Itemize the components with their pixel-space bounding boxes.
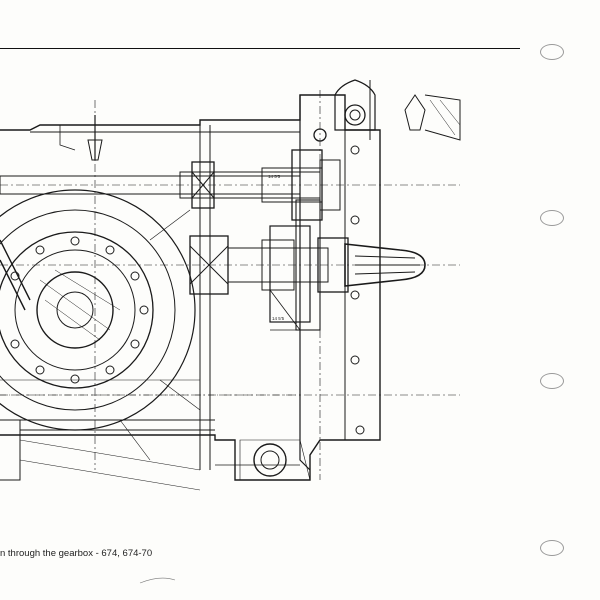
center-lines (0, 90, 460, 480)
cover-plate (313, 128, 365, 435)
pencil-mark (139, 577, 176, 584)
output-shaft: 14 5'5 (189, 199, 426, 331)
dipstick (59, 115, 103, 161)
detail-view (404, 94, 461, 141)
binder-hole-3 (540, 373, 564, 389)
binder-hole-4 (540, 540, 564, 556)
bolt-circle (10, 236, 149, 384)
upper-shaft: 14 5'5 (0, 149, 341, 221)
drain-plug (239, 439, 311, 481)
binder-hole-2 (540, 210, 564, 226)
filler-plug (334, 79, 376, 140)
header-rule (0, 48, 520, 49)
crown-wheel-section (0, 189, 201, 461)
figure-caption: n through the gearbox - 674, 674-70 (0, 548, 153, 559)
callout-lower: 14 5'5 (272, 316, 285, 321)
callout-upper: 14 5'5 (268, 174, 281, 179)
binder-hole-1 (540, 44, 564, 60)
